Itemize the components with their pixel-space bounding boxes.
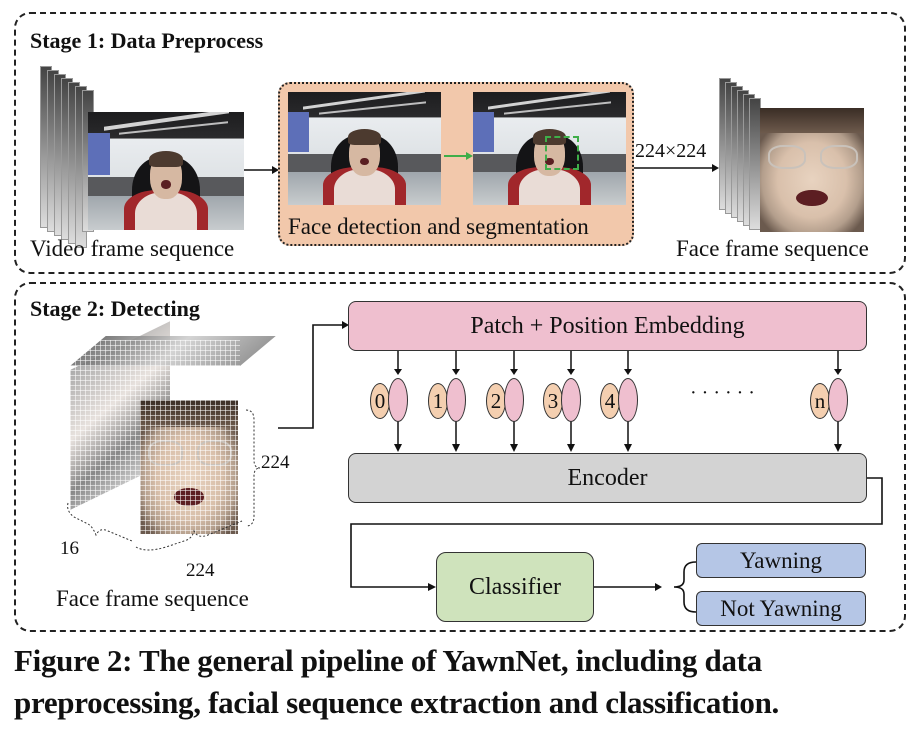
classifier: Classifier xyxy=(436,552,594,622)
token-embedding xyxy=(504,378,524,422)
token-arrows xyxy=(394,351,402,452)
cube-label: Face frame sequence xyxy=(56,586,249,611)
green-arrow xyxy=(444,152,473,160)
token-position-number: n xyxy=(810,383,830,419)
cube-height-label: 224 xyxy=(261,452,290,473)
cube-frames-label: 16 xyxy=(60,538,79,559)
token-arrows xyxy=(567,351,575,452)
stage2-title: Stage 2: Detecting xyxy=(30,296,200,321)
stage1-title: Stage 1: Data Preprocess xyxy=(30,28,264,53)
video-frame-label: Video frame sequence xyxy=(30,236,235,261)
cube-width-label: 224 xyxy=(186,560,215,581)
token-position-number: 1 xyxy=(428,383,448,419)
token-position-number: 2 xyxy=(486,383,506,419)
video-frame-image xyxy=(88,112,244,230)
figure-caption: Figure 2: The general pipeline of YawnNe… xyxy=(14,643,779,720)
output-yawning-label: Yawning xyxy=(739,547,823,573)
resize-label: 224×224 xyxy=(635,140,707,162)
token-arrows xyxy=(452,351,460,452)
token-position-number: 3 xyxy=(543,383,563,419)
encoder-label: Encoder xyxy=(567,464,648,491)
face-bounding-box xyxy=(545,136,579,170)
token-position-number: 4 xyxy=(600,383,620,419)
detected-frame-image xyxy=(473,92,626,205)
cube-dimension-braces xyxy=(67,409,261,551)
encoder: Encoder xyxy=(348,453,867,503)
output-not-yawning: Not Yawning xyxy=(696,591,866,626)
token-embedding xyxy=(388,378,408,422)
stage1-panel xyxy=(14,12,906,274)
classifier-label: Classifier xyxy=(469,573,561,600)
token-arrows xyxy=(834,351,842,452)
token-arrows xyxy=(624,351,632,452)
token-arrows xyxy=(510,351,518,452)
output-yawning: Yawning xyxy=(696,543,866,578)
patch-position-embedding: Patch + Position Embedding xyxy=(348,301,867,351)
embedding-label: Patch + Position Embedding xyxy=(470,312,745,339)
connector-lines xyxy=(278,321,883,613)
token-ellipsis: · · · · · · xyxy=(690,382,755,404)
face-detection-label: Face detection and segmentation xyxy=(288,214,589,239)
face-crop-image xyxy=(760,108,864,232)
token-embedding xyxy=(828,378,848,422)
face-frame-label: Face frame sequence xyxy=(676,236,869,261)
raw-frame-image xyxy=(288,92,441,205)
token-embedding xyxy=(561,378,581,422)
arrow-to-face-sequence xyxy=(634,164,719,172)
token-embedding xyxy=(618,378,638,422)
stage2-panel xyxy=(14,282,906,632)
output-not-yawning-label: Not Yawning xyxy=(720,595,842,621)
arrow-to-detection xyxy=(244,166,279,174)
token-position-number: 0 xyxy=(370,383,390,419)
token-embedding xyxy=(446,378,466,422)
